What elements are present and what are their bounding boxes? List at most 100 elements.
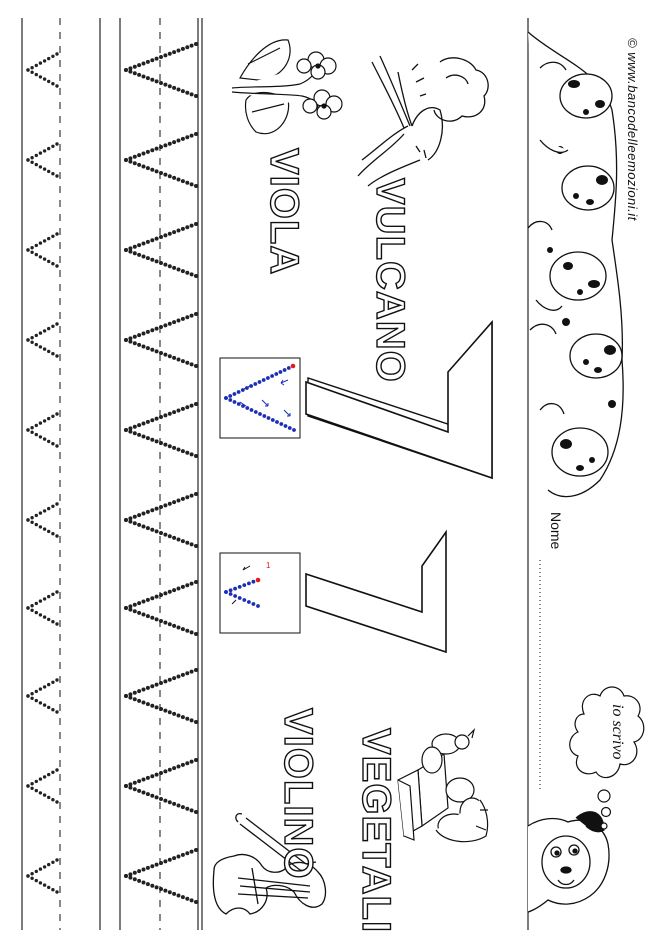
trace-dot bbox=[34, 779, 38, 784]
trace-dot bbox=[42, 685, 47, 689]
trace-dot bbox=[163, 352, 168, 357]
trace-dot bbox=[26, 784, 30, 788]
trace-dot bbox=[154, 617, 159, 622]
trace-dot bbox=[55, 890, 59, 894]
trace-dot bbox=[38, 791, 43, 795]
trace-dot bbox=[176, 625, 181, 630]
trace-dot bbox=[137, 522, 142, 527]
trace-dot bbox=[189, 669, 194, 674]
trace-dot bbox=[38, 331, 43, 335]
trace-dot bbox=[42, 509, 47, 513]
trace-dot bbox=[172, 676, 177, 681]
trace-dot bbox=[34, 513, 38, 518]
trace-dot bbox=[167, 264, 172, 269]
trace-dot bbox=[228, 588, 233, 593]
trace-dot bbox=[51, 414, 55, 418]
trace-dot bbox=[34, 423, 38, 428]
trace-dot bbox=[55, 502, 59, 506]
trace-dot bbox=[145, 239, 150, 244]
trace-dot bbox=[34, 252, 38, 257]
trace-dot bbox=[145, 256, 150, 261]
trace-dot bbox=[30, 786, 34, 790]
trace-dot bbox=[42, 329, 47, 333]
trace-dot bbox=[185, 851, 190, 856]
trace-dot bbox=[256, 604, 260, 608]
trace-dot bbox=[242, 598, 247, 602]
trace-dot bbox=[137, 333, 142, 338]
trace-dot bbox=[185, 270, 190, 275]
trace-dot bbox=[141, 434, 146, 439]
trace-dot bbox=[38, 151, 43, 155]
trace-dot bbox=[176, 408, 181, 413]
trace-dot bbox=[167, 534, 172, 539]
trace-dot bbox=[30, 66, 34, 70]
trace-dot bbox=[34, 689, 38, 694]
trace-dot bbox=[154, 146, 159, 151]
trace-dot bbox=[172, 410, 177, 415]
trace-dot bbox=[180, 89, 185, 94]
trace-dot bbox=[30, 156, 34, 160]
trace-dot bbox=[141, 524, 146, 529]
trace-dot bbox=[47, 326, 51, 331]
trace-dot bbox=[189, 92, 194, 97]
trace-dot bbox=[180, 805, 185, 810]
trace-dot bbox=[270, 418, 275, 422]
trace-dot bbox=[30, 782, 34, 786]
trace-dot bbox=[47, 79, 51, 84]
trace-dot bbox=[132, 71, 137, 76]
trace-dot bbox=[189, 43, 194, 48]
trace-dot bbox=[176, 48, 181, 53]
trace-dot bbox=[258, 412, 262, 416]
trace-dot bbox=[55, 710, 59, 714]
trace-dot bbox=[42, 77, 47, 81]
trace-dot bbox=[145, 526, 150, 531]
trace-dot bbox=[180, 179, 185, 184]
trace-dot bbox=[124, 874, 128, 878]
trace-dot bbox=[47, 529, 51, 534]
trace-dot bbox=[47, 862, 51, 867]
trace-dot bbox=[137, 432, 142, 437]
trace-dot bbox=[189, 898, 194, 903]
trace-dot bbox=[47, 146, 51, 151]
trace-dot bbox=[257, 380, 262, 384]
trace-dot bbox=[34, 601, 38, 606]
trace-dot bbox=[167, 321, 172, 326]
trace-dot bbox=[274, 372, 279, 376]
trace-dot bbox=[194, 492, 198, 496]
trace-dot bbox=[132, 697, 137, 702]
trace-dot bbox=[145, 509, 150, 514]
trace-dot bbox=[167, 411, 172, 416]
trace-dot bbox=[167, 622, 172, 627]
trace-dot bbox=[30, 692, 34, 696]
trace-dot bbox=[262, 414, 267, 418]
trace-dot bbox=[26, 248, 30, 252]
trace-dot bbox=[42, 615, 47, 619]
trace-dot bbox=[124, 248, 128, 252]
trace-dot bbox=[128, 516, 133, 521]
trace-dot bbox=[180, 539, 185, 544]
trace-dot bbox=[34, 243, 38, 248]
trace-dot bbox=[172, 856, 177, 861]
trace-dot bbox=[141, 74, 146, 79]
trace-dot bbox=[185, 45, 190, 50]
trace-dot bbox=[132, 514, 137, 519]
thought-cloud-text: io scrivo bbox=[609, 704, 626, 760]
trace-dot bbox=[172, 320, 177, 325]
trace-dot bbox=[176, 537, 181, 542]
trace-dot bbox=[172, 175, 177, 180]
trace-dot bbox=[150, 77, 155, 82]
trace-dot bbox=[141, 880, 146, 885]
volcano-illustration bbox=[357, 55, 489, 187]
trace-dot bbox=[154, 885, 159, 890]
trace-dot bbox=[154, 236, 159, 241]
trace-dot bbox=[132, 161, 137, 166]
trace-dot bbox=[141, 511, 146, 516]
trace-dot bbox=[47, 236, 51, 241]
trace-dot bbox=[137, 423, 142, 428]
trace-dot bbox=[163, 503, 168, 508]
trace-dot bbox=[154, 169, 159, 174]
trace-dot bbox=[150, 257, 155, 262]
trace-dot bbox=[42, 775, 47, 779]
trace-dot bbox=[26, 428, 30, 432]
trace-dot bbox=[132, 787, 137, 792]
